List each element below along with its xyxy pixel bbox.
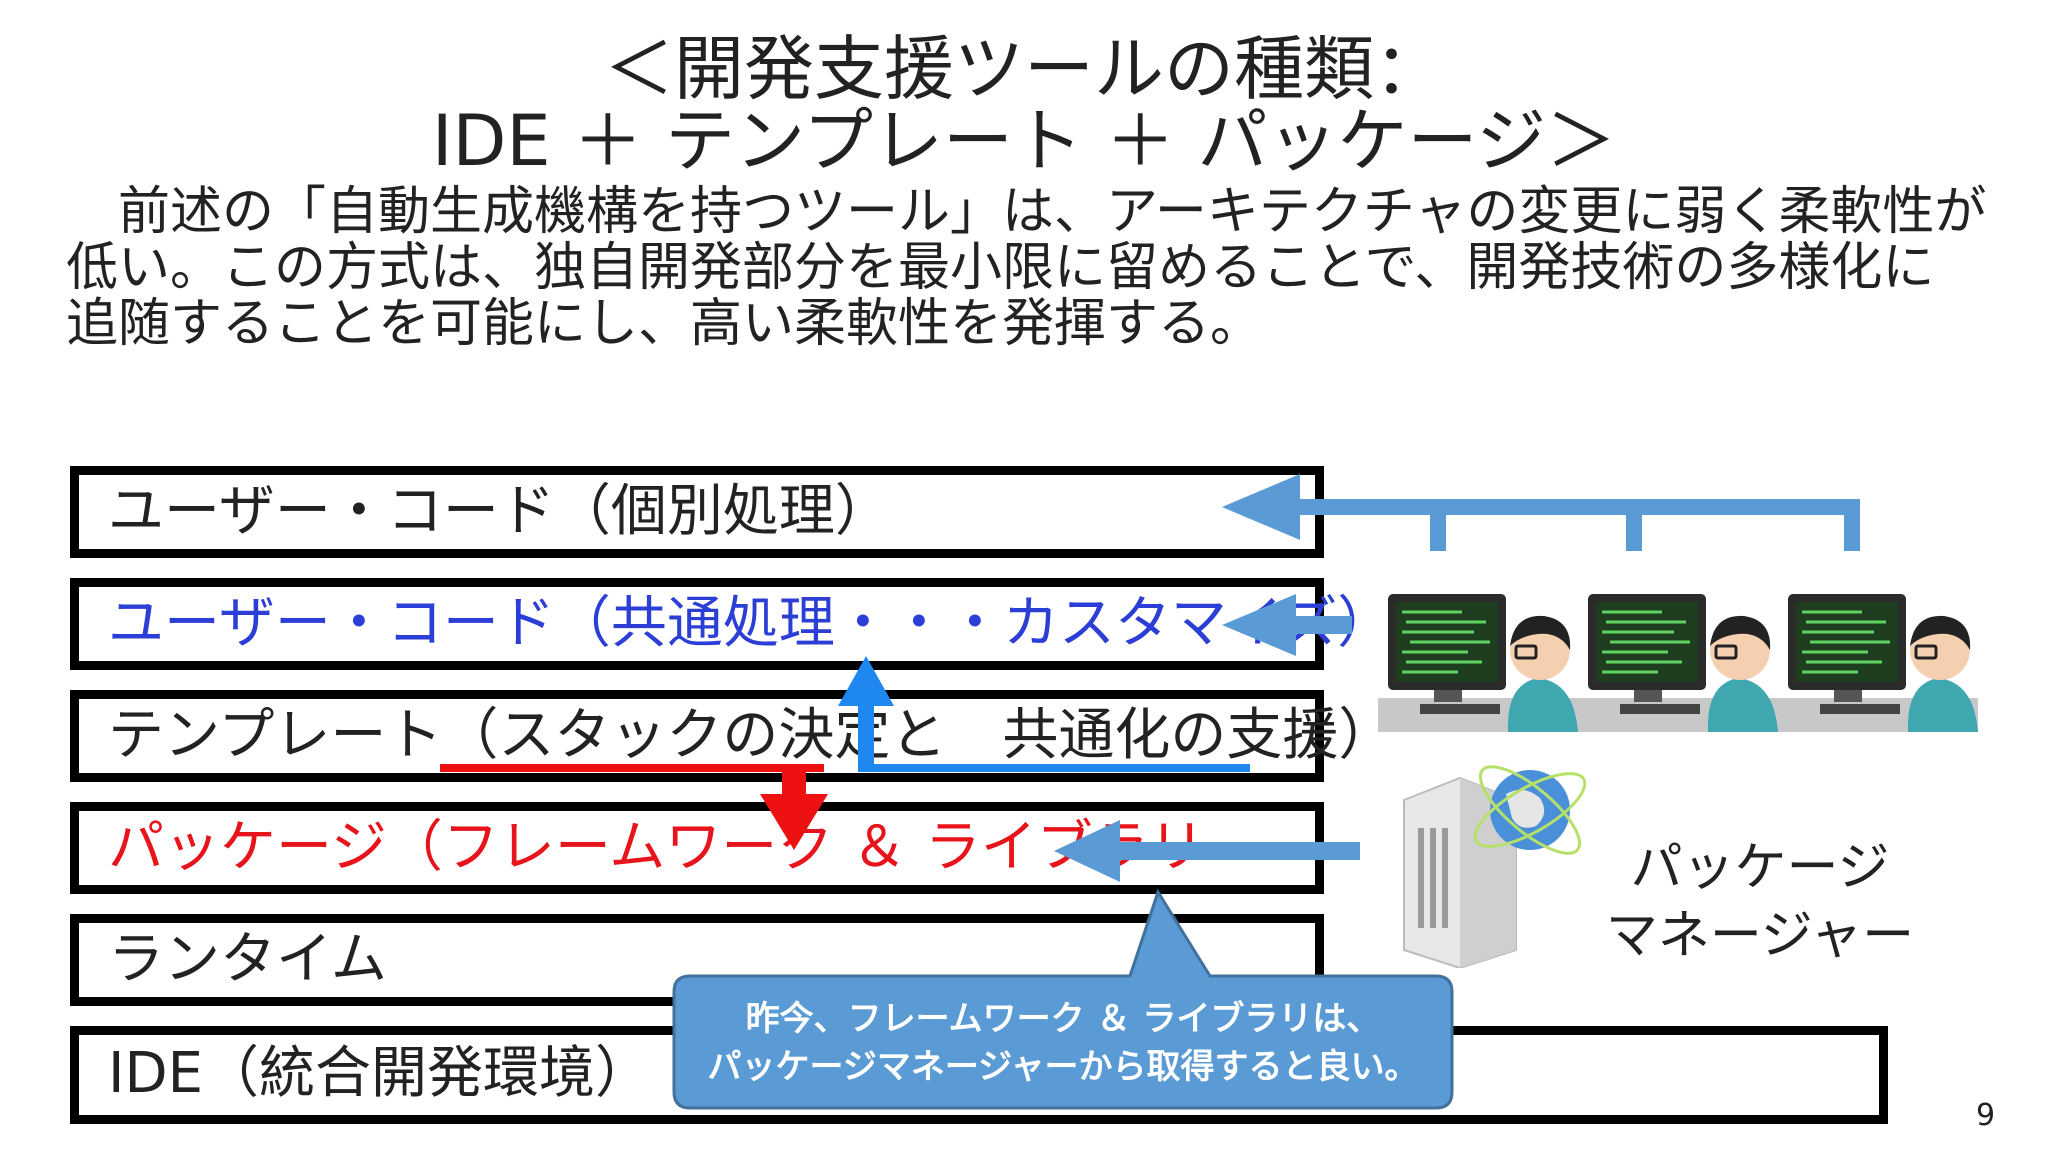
layer-label-runtime: ランタイム bbox=[108, 927, 387, 992]
package-manager-label-line2: マネージャー bbox=[1605, 906, 1915, 966]
layer-label-user-code-individual: ユーザー・コード（個別処理） bbox=[108, 479, 891, 544]
arrow-to-user-code-common bbox=[1222, 594, 1352, 656]
package-manager-label-line1: パッケージ bbox=[1630, 838, 1890, 898]
callout-line-1: 昨今、フレームワーク ＆ ライブラリは、 bbox=[745, 999, 1381, 1039]
callout-line-2: パッケージマネージャーから取得すると良い。 bbox=[707, 1047, 1419, 1087]
slide-title-line1: ＜開発支援ツールの種類： bbox=[604, 28, 1444, 110]
paragraph-line-1: 前述の「自動生成機構を持つツール」は、アーキテクチャの変更に弱く柔軟性が bbox=[66, 182, 1987, 242]
slide-title-line2: IDE ＋ テンプレート ＋ パッケージ＞ bbox=[431, 100, 1617, 182]
page-number: 9 bbox=[1976, 1098, 1996, 1133]
developer-workstation-icon bbox=[1578, 594, 1778, 732]
paragraph-line-3: 追随することを可能にし、高い柔軟性を発揮する。 bbox=[66, 294, 1263, 354]
paragraph-line-2: 低い。この方式は、独自開発部分を最小限に留めることで、開発技術の多様化に bbox=[66, 238, 1935, 298]
red-down-arrow bbox=[440, 764, 828, 850]
layer-label-package: パッケージ（フレームワーク ＆ ライブラリ bbox=[108, 815, 1205, 880]
layer-label-template: テンプレート（スタックの決定と 共通化の支援） bbox=[108, 703, 1395, 768]
layer-label-user-code-common: ユーザー・コード（共通処理・・・カスタマイズ） bbox=[108, 591, 1394, 656]
blue-up-arrow bbox=[838, 656, 1250, 772]
developer-workstation-icon bbox=[1778, 594, 1978, 732]
developer-workstation-icon bbox=[1378, 594, 1578, 732]
layer-user-code-individual bbox=[70, 466, 1324, 558]
callout-bubble bbox=[672, 888, 1454, 1110]
layer-label-ide: IDE（統合開発環境） bbox=[108, 1041, 652, 1106]
arrow-to-user-code-individual bbox=[1222, 474, 1860, 551]
server-globe-icon bbox=[1403, 765, 1587, 968]
arrow-to-package bbox=[1054, 820, 1360, 882]
